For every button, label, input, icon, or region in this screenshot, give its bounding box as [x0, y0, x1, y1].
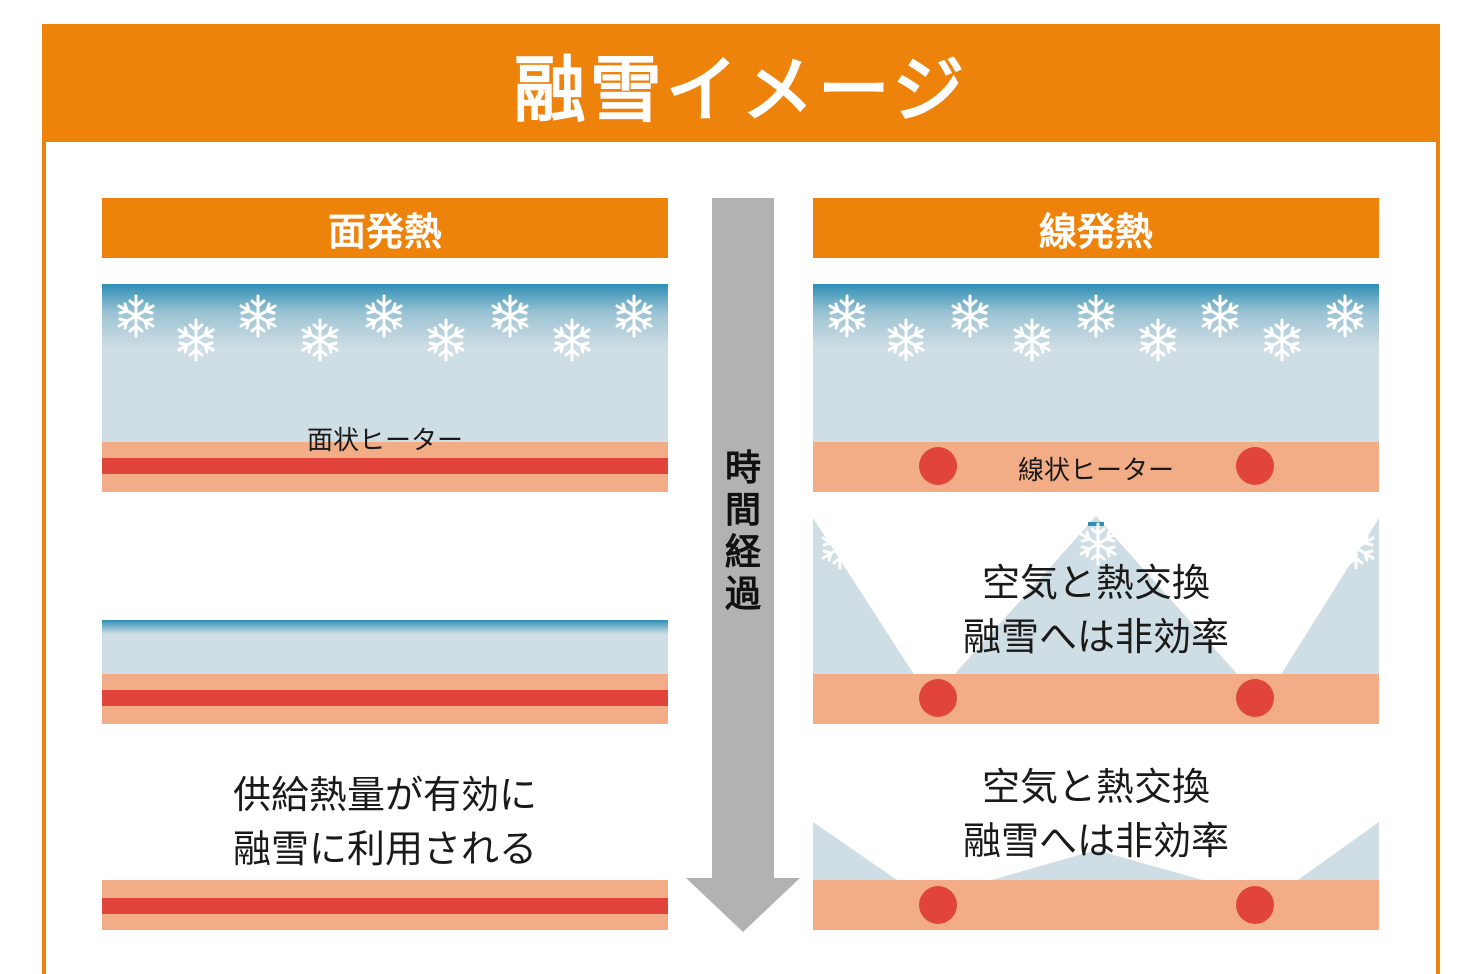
ground-layer	[813, 880, 1379, 930]
left-panel-3	[102, 880, 668, 930]
snow-remnant	[813, 822, 900, 882]
left-header-label: 面発熱	[327, 209, 442, 254]
snow-remnant	[1280, 518, 1379, 676]
time-arrow-label: 時 間 経 過	[718, 448, 768, 616]
title-bar: 融雪イメージ	[42, 24, 1440, 142]
surface-heater	[102, 898, 668, 914]
line-heater-label: 線状ヒーター	[1017, 456, 1174, 486]
left-message: 供給熱量が有効に 融雪に利用される	[102, 768, 668, 876]
right-panel-1	[813, 284, 1379, 492]
ground-layer	[813, 674, 1379, 724]
line-heater-dot	[1236, 679, 1274, 717]
right-message-a: 空気と熱交換 融雪へは非効率	[813, 556, 1379, 664]
right-header-label: 線発熱	[1038, 209, 1153, 254]
line-heater-dot	[919, 447, 957, 485]
snow-remnant	[1295, 822, 1379, 882]
time-char: 間	[724, 490, 761, 531]
ground-layer	[813, 442, 1379, 492]
surface-heater	[102, 458, 668, 474]
diagram-frame	[42, 24, 1440, 974]
time-char: 経	[724, 532, 761, 573]
time-char: 過	[724, 574, 761, 615]
right-message-b-line2: 融雪へは非効率	[962, 819, 1229, 863]
left-column-header: 面発熱	[102, 198, 668, 258]
left-panel-2	[102, 620, 668, 724]
right-message-b-line1: 空気と熱交換	[981, 765, 1210, 809]
snow-remnant	[985, 850, 1210, 882]
time-char: 時	[724, 448, 761, 489]
right-panel-2	[813, 516, 1379, 724]
right-message-b: 空気と熱交換 融雪へは非効率	[813, 760, 1379, 868]
line-heater-dot	[1236, 447, 1274, 485]
left-panel-1	[102, 284, 668, 492]
right-message-a-line1: 空気と熱交換	[981, 561, 1210, 605]
right-column-header: 線発熱	[813, 198, 1379, 258]
snow-layer	[102, 620, 668, 676]
time-arrow	[686, 198, 800, 932]
page-title: 融雪イメージ	[513, 47, 969, 132]
right-message-a-line2: 融雪へは非効率	[962, 615, 1229, 659]
surface-heater	[102, 690, 668, 706]
line-heater-dot	[919, 886, 957, 924]
surface-heater-label: 面状ヒーター	[306, 426, 463, 456]
left-message-line2: 融雪に利用される	[232, 827, 537, 871]
left-message-line1: 供給熱量が有効に	[232, 773, 537, 817]
snow-remnant	[953, 516, 1239, 676]
line-heater-dot	[1236, 886, 1274, 924]
right-panel-3	[813, 822, 1379, 930]
line-heater-dot	[919, 679, 957, 717]
